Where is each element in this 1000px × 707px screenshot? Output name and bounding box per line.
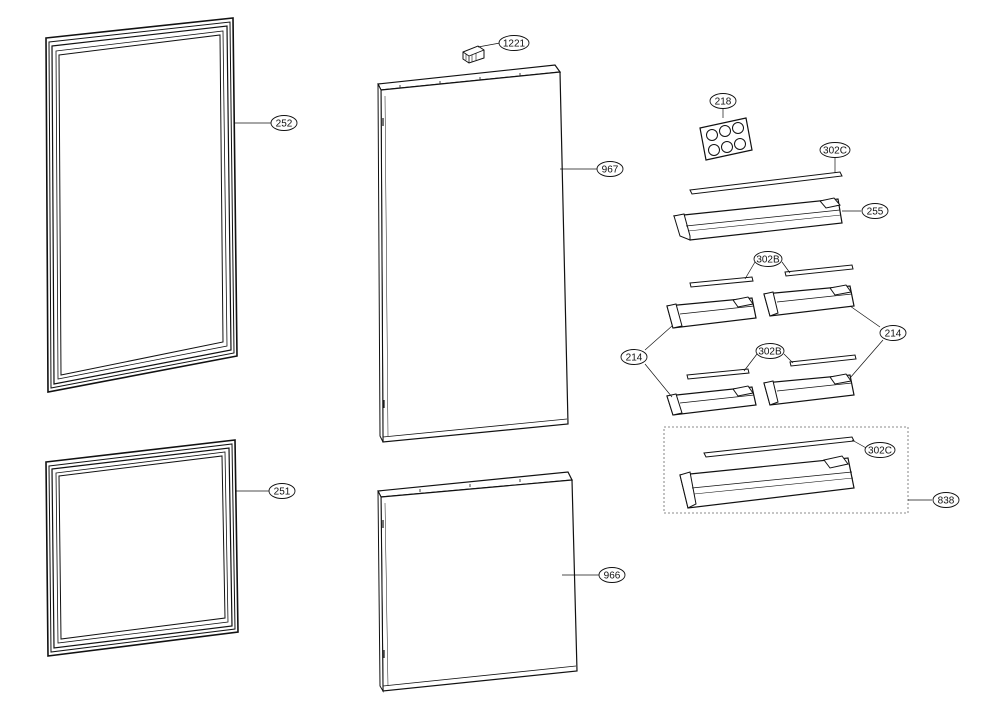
svg-text:302C: 302C: [823, 146, 847, 157]
low-left-basket[interactable]: [666, 385, 757, 416]
svg-text:302B: 302B: [758, 347, 782, 358]
svg-text:302B: 302B: [756, 255, 780, 266]
upper-door-panel[interactable]: [377, 64, 569, 443]
callout-252: 252: [270, 115, 298, 131]
callout-966: 966: [598, 567, 626, 583]
callout-967: 967: [596, 161, 624, 177]
svg-text:251: 251: [274, 487, 291, 498]
callout-302c-assy: 302C: [864, 442, 896, 458]
svg-text:252: 252: [276, 119, 293, 130]
lower-door-panel[interactable]: [377, 471, 578, 693]
hinge-cap-part[interactable]: [462, 45, 485, 64]
callout-255: 255: [861, 203, 889, 219]
svg-text:966: 966: [604, 571, 621, 582]
callout-302c-top: 302C: [819, 142, 851, 158]
callout-302b-low: 302B: [755, 343, 785, 359]
callout-1221: 1221: [498, 35, 530, 51]
svg-text:302C: 302C: [868, 446, 892, 457]
callout-214-left: 214: [620, 349, 648, 365]
leader-lines: [234, 42, 932, 576]
svg-text:218: 218: [715, 97, 732, 108]
low-right-basket[interactable]: [763, 373, 855, 406]
svg-text:1221: 1221: [503, 39, 526, 50]
mid-cover-strips[interactable]: [689, 264, 854, 288]
low-cover-strips[interactable]: [686, 354, 857, 380]
upper-door-gasket[interactable]: [45, 17, 238, 393]
egg-tray-part[interactable]: [699, 117, 753, 161]
mid-left-basket[interactable]: [666, 296, 757, 329]
svg-text:838: 838: [938, 496, 955, 507]
mid-right-basket[interactable]: [763, 284, 855, 317]
basket-assembly-group[interactable]: [663, 426, 909, 514]
lower-door-gasket[interactable]: [45, 439, 239, 657]
svg-text:967: 967: [602, 165, 619, 176]
callout-218: 218: [709, 93, 737, 109]
callout-838: 838: [932, 492, 960, 508]
svg-text:214: 214: [885, 329, 902, 340]
svg-text:214: 214: [626, 353, 643, 364]
callout-302b-mid: 302B: [753, 251, 783, 267]
svg-text:255: 255: [867, 207, 884, 218]
callout-214-right: 214: [879, 325, 907, 341]
callout-251: 251: [268, 483, 296, 499]
top-cover-strip[interactable]: [689, 171, 843, 195]
top-door-basket[interactable]: [672, 197, 843, 241]
